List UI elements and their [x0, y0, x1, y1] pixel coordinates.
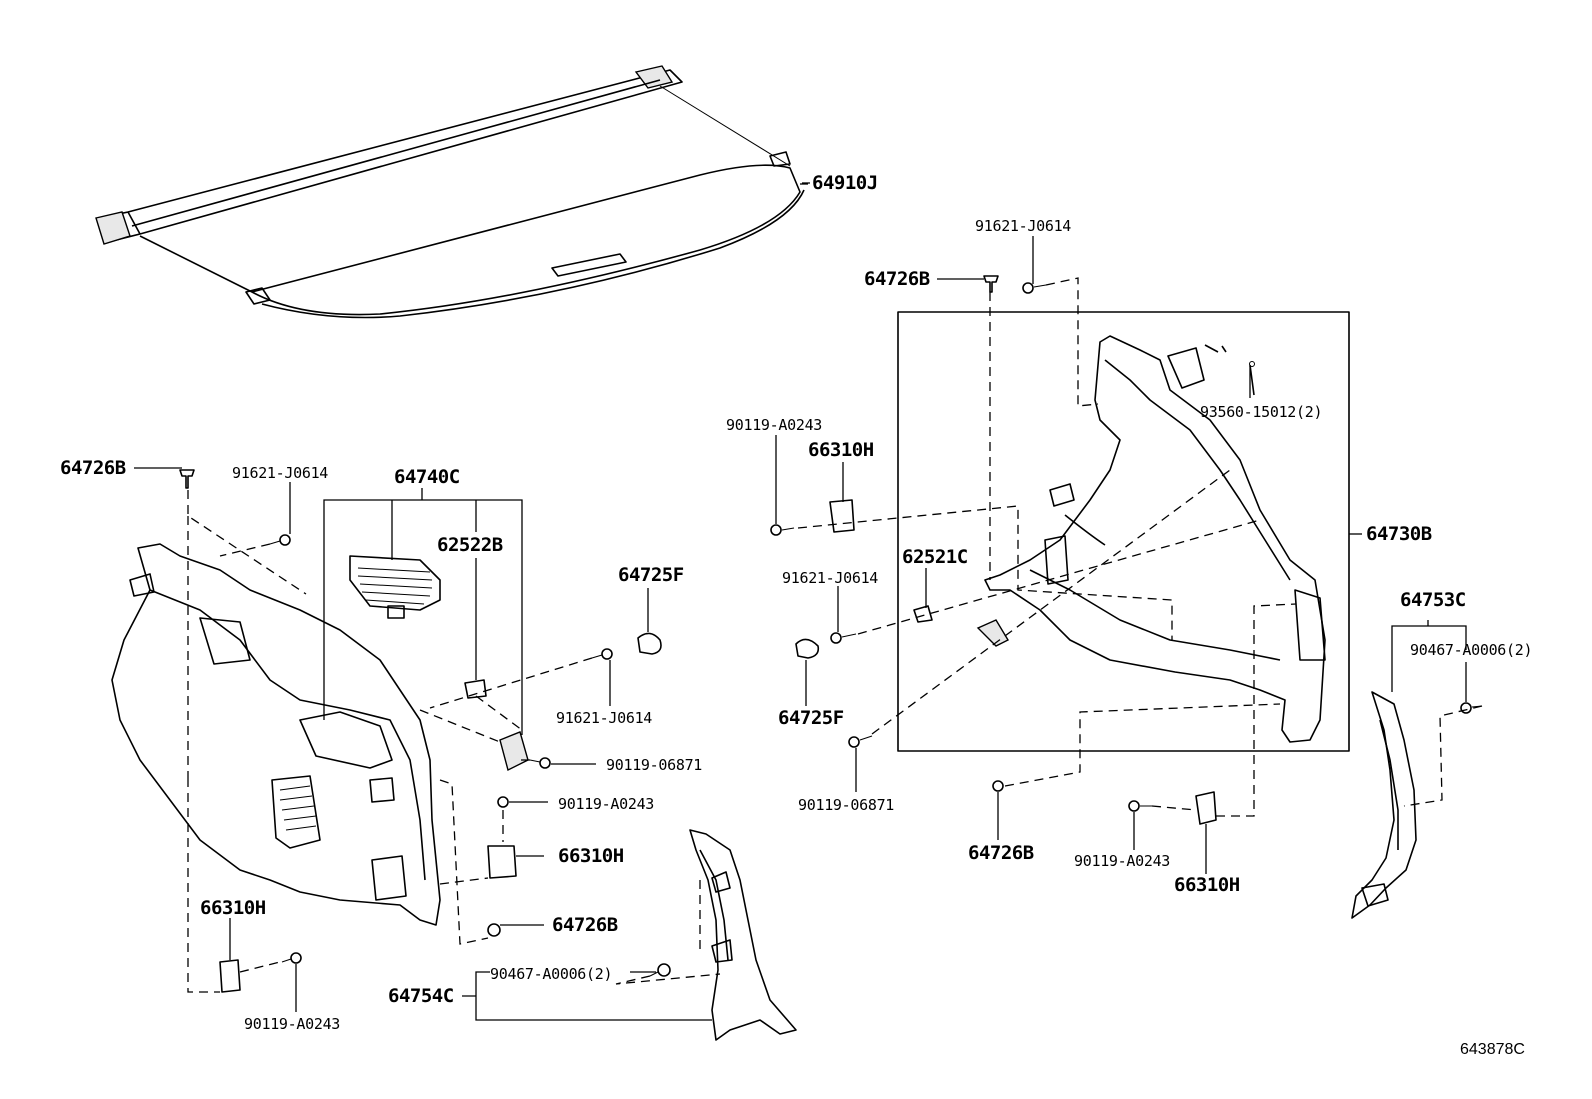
part-label-90467-A0006-r[interactable]: 90467-A0006(2)	[1410, 641, 1533, 659]
left-side-trim-drawing	[111, 543, 529, 926]
part-label-90119-A0243-r1[interactable]: 90119-A0243	[726, 416, 823, 434]
part-label-64726B-top[interactable]: 64726B	[864, 268, 930, 290]
part-label-93560-15012[interactable]: 93560-15012(2)	[1200, 403, 1323, 421]
part-label-90119-06871-r[interactable]: 90119-06871	[798, 796, 895, 814]
leader-lines	[134, 182, 1467, 1021]
part-label-64726B-r[interactable]: 64726B	[968, 842, 1034, 864]
part-label-64754C[interactable]: 64754C	[388, 985, 454, 1007]
part-label-64725F-r[interactable]: 64725F	[778, 707, 844, 729]
part-label-64726B-l[interactable]: 64726B	[60, 457, 126, 479]
part-label-91621-J0614-l2[interactable]: 91621-J0614	[556, 709, 653, 727]
part-label-64753C[interactable]: 64753C	[1400, 589, 1466, 611]
part-label-90467-A0006-l[interactable]: 90467-A0006(2)	[490, 965, 613, 983]
part-label-62521C[interactable]: 62521C	[902, 546, 968, 568]
part-label-66310H-r1[interactable]: 66310H	[808, 439, 874, 461]
part-label-64726B-l2[interactable]: 64726B	[552, 914, 618, 936]
part-label-91621-J0614-top[interactable]: 91621-J0614	[975, 217, 1072, 235]
part-label-64730B[interactable]: 64730B	[1366, 523, 1432, 545]
part-label-90119-06871-l[interactable]: 90119-06871	[606, 756, 703, 774]
assembly-dashed-lines	[187, 277, 1483, 993]
diagram-reference-number: 643878C	[1460, 1041, 1525, 1058]
part-label-90119-A0243-l1[interactable]: 90119-A0243	[558, 795, 655, 813]
left-pillar-trim-drawing	[689, 829, 797, 1041]
part-label-64740C[interactable]: 64740C	[394, 466, 460, 488]
part-label-66310H-l1[interactable]: 66310H	[558, 845, 624, 867]
part-label-66310H-r2[interactable]: 66310H	[1174, 874, 1240, 896]
fasteners	[179, 275, 1483, 993]
right-pillar-trim-drawing	[1351, 691, 1417, 919]
part-label-91621-J0614-l1[interactable]: 91621-J0614	[232, 464, 329, 482]
part-label-66310H-l2[interactable]: 66310H	[200, 897, 266, 919]
tonneau-cover-drawing	[95, 65, 808, 319]
part-label-62522B[interactable]: 62522B	[437, 534, 503, 556]
part-label-90119-A0243-l2[interactable]: 90119-A0243	[244, 1015, 341, 1033]
part-label-91621-J0614-r[interactable]: 91621-J0614	[782, 569, 879, 587]
right-side-trim-drawing	[897, 311, 1350, 752]
part-label-64910J[interactable]: 64910J	[812, 172, 878, 194]
part-label-64725F-l[interactable]: 64725F	[618, 564, 684, 586]
part-label-90119-A0243-r2[interactable]: 90119-A0243	[1074, 852, 1171, 870]
